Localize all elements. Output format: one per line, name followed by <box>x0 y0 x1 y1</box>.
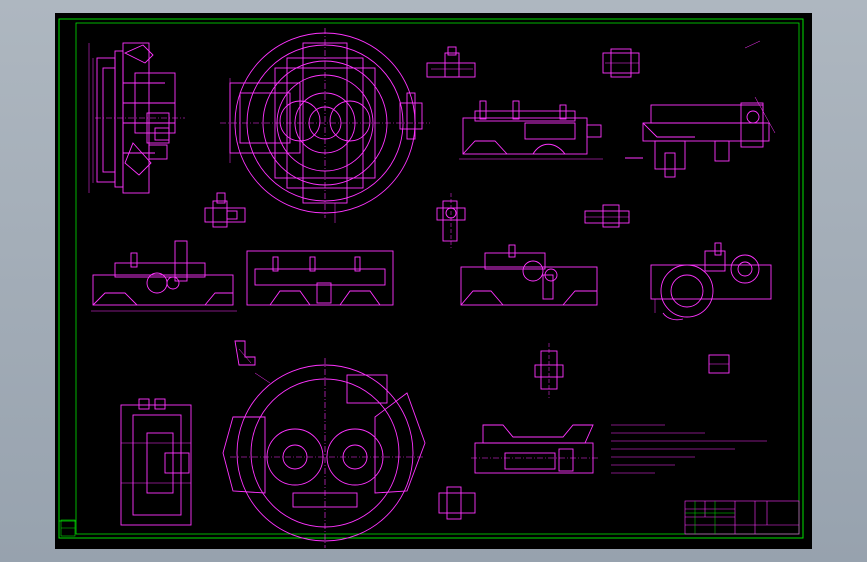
outer-frame <box>58 18 804 539</box>
view-detail-g <box>436 193 466 248</box>
view-detail-n <box>534 343 564 398</box>
view-elevation-i <box>91 240 237 312</box>
title-block-frame <box>685 501 735 534</box>
view-detail-f <box>204 192 246 228</box>
title-block <box>684 500 800 535</box>
view-detail-m <box>234 340 256 366</box>
view-elevation-k <box>460 244 598 306</box>
inner-frame <box>75 22 800 535</box>
view-elevation-e <box>625 40 776 178</box>
view-front-circular <box>220 28 430 223</box>
view-section-a <box>88 42 185 194</box>
cad-drawing-sheet[interactable] <box>55 13 812 549</box>
view-detail-b <box>426 46 476 78</box>
view-detail-r <box>438 486 476 520</box>
view-elevation-j <box>246 250 394 306</box>
view-detail-o <box>708 354 730 374</box>
view-section-p <box>120 398 192 526</box>
view-section-q <box>471 424 599 474</box>
view-detail-h <box>584 204 630 228</box>
view-elevation-l <box>650 242 772 321</box>
cad-drawing-canvas[interactable] <box>55 13 812 549</box>
view-detail-c <box>602 48 640 78</box>
view-elevation-d <box>459 100 603 160</box>
view-section-circular <box>222 358 426 548</box>
notes-lines <box>611 424 767 474</box>
